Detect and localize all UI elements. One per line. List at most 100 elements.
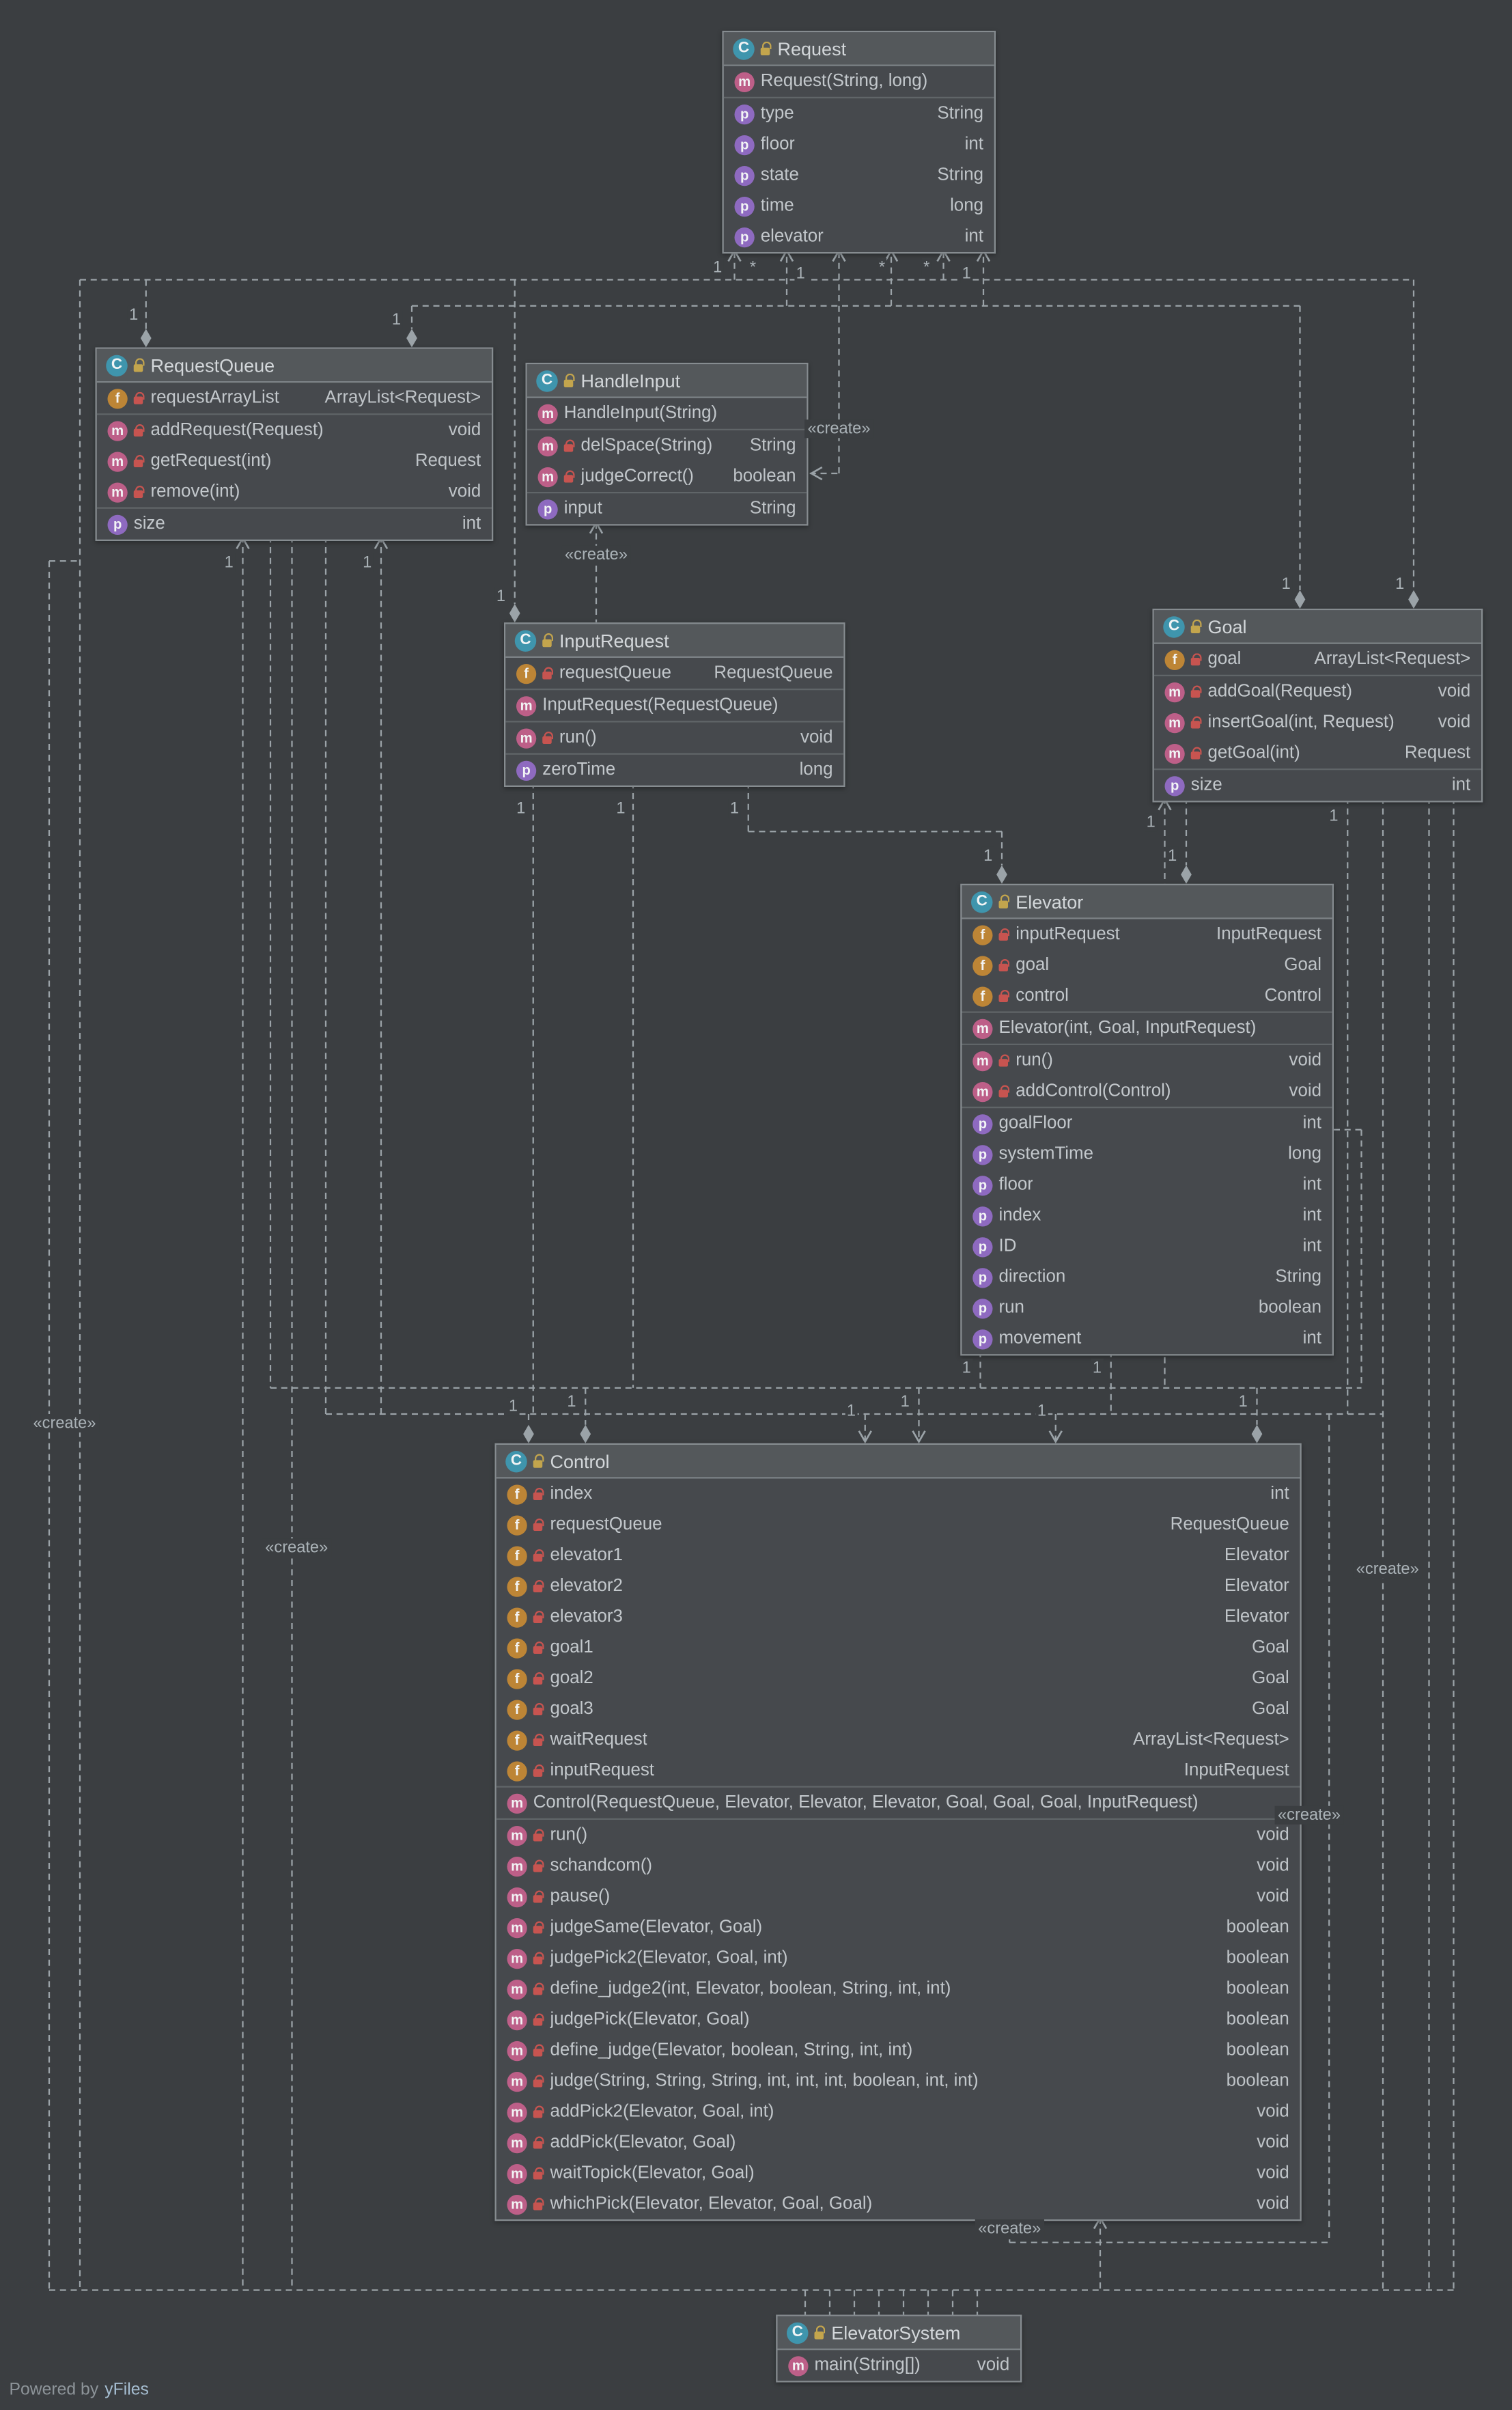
lock-icon bbox=[532, 1950, 544, 1966]
field-icon: f bbox=[507, 1607, 527, 1626]
property-icon: p bbox=[735, 104, 755, 124]
method-row[interactable]: mschandcom()void bbox=[496, 1851, 1300, 1881]
method-row[interactable]: mmain(String[])void bbox=[778, 2350, 1021, 2381]
yfiles-link[interactable]: yFiles bbox=[104, 2381, 149, 2399]
method-row[interactable]: mjudgePick(Elevator, Goal)boolean bbox=[496, 2004, 1300, 2035]
method-row[interactable]: mrun()void bbox=[496, 1820, 1300, 1851]
property-row[interactable]: pfloorint bbox=[724, 129, 994, 160]
member-name: judgeCorrect() bbox=[581, 467, 694, 486]
field-row[interactable]: findexint bbox=[496, 1479, 1300, 1510]
class-header[interactable]: CInputRequest bbox=[505, 624, 843, 659]
method-row[interactable]: mControl(RequestQueue, Elevator, Elevato… bbox=[496, 1788, 1300, 1818]
member-name: HandleInput(String) bbox=[564, 404, 717, 423]
method-row[interactable]: mInputRequest(RequestQueue) bbox=[505, 690, 843, 721]
property-row[interactable]: psizeint bbox=[97, 509, 492, 540]
field-row[interactable]: fgoal3Goal bbox=[496, 1694, 1300, 1725]
property-row[interactable]: pstateString bbox=[724, 160, 994, 191]
property-row[interactable]: pfloorint bbox=[962, 1169, 1332, 1200]
method-row[interactable]: mremove(int)void bbox=[97, 477, 492, 508]
property-row[interactable]: ptimelong bbox=[724, 191, 994, 221]
member-section: frequestArrayListArrayList<Request> bbox=[97, 383, 492, 413]
member-type: int bbox=[1285, 1114, 1321, 1133]
field-row[interactable]: fgoalArrayList<Request> bbox=[1154, 644, 1481, 675]
class-header[interactable]: CGoal bbox=[1154, 610, 1481, 644]
class-header[interactable]: CHandleInput bbox=[527, 364, 807, 398]
class-header[interactable]: CElevatorSystem bbox=[778, 2316, 1021, 2351]
method-row[interactable]: mjudge(String, String, String, int, int,… bbox=[496, 2066, 1300, 2096]
property-row[interactable]: pinputString bbox=[527, 493, 807, 524]
class-node-inputrequest[interactable]: CInputRequestfrequestQueueRequestQueuemI… bbox=[504, 622, 845, 787]
property-row[interactable]: prunboolean bbox=[962, 1292, 1332, 1323]
method-row[interactable]: mdelSpace(String)String bbox=[527, 430, 807, 461]
field-row[interactable]: frequestQueueRequestQueue bbox=[496, 1510, 1300, 1540]
method-row[interactable]: mrun()void bbox=[962, 1045, 1332, 1076]
class-header[interactable]: CElevator bbox=[962, 885, 1332, 919]
property-row[interactable]: pgoalFloorint bbox=[962, 1108, 1332, 1139]
member-name: time bbox=[761, 197, 794, 215]
member-type: String bbox=[919, 166, 983, 184]
method-icon: m bbox=[507, 2163, 527, 2183]
property-row[interactable]: pdirectionString bbox=[962, 1262, 1332, 1292]
method-row[interactable]: mjudgeCorrect()boolean bbox=[527, 461, 807, 492]
class-node-elevatorsystem[interactable]: CElevatorSystemmmain(String[])void bbox=[776, 2315, 1022, 2383]
field-row[interactable]: fgoalGoal bbox=[962, 950, 1332, 981]
property-row[interactable]: pindexint bbox=[962, 1200, 1332, 1231]
method-row[interactable]: maddPick(Elevator, Goal)void bbox=[496, 2127, 1300, 2158]
class-node-request[interactable]: CRequestmRequest(String, long)ptypeStrin… bbox=[723, 31, 996, 253]
class-header[interactable]: CRequestQueue bbox=[97, 349, 492, 383]
property-row[interactable]: pmovementint bbox=[962, 1323, 1332, 1354]
field-row[interactable]: fgoal2Goal bbox=[496, 1663, 1300, 1694]
method-row[interactable]: minsertGoal(int, Request)void bbox=[1154, 707, 1481, 738]
member-name: inputRequest bbox=[1016, 926, 1120, 944]
method-row[interactable]: mElevator(int, Goal, InputRequest) bbox=[962, 1013, 1332, 1044]
property-row[interactable]: psizeint bbox=[1154, 770, 1481, 801]
field-row[interactable]: finputRequestInputRequest bbox=[962, 919, 1332, 950]
member-section: fgoalArrayList<Request> bbox=[1154, 644, 1481, 675]
member-type: void bbox=[430, 483, 481, 501]
class-node-control[interactable]: CControlfindexintfrequestQueueRequestQue… bbox=[495, 1443, 1302, 2221]
class-node-goal[interactable]: CGoalfgoalArrayList<Request>maddGoal(Req… bbox=[1153, 609, 1483, 803]
method-row[interactable]: mwaitTopick(Elevator, Goal)void bbox=[496, 2158, 1300, 2189]
method-row[interactable]: mgetRequest(int)Request bbox=[97, 446, 492, 477]
field-row[interactable]: frequestArrayListArrayList<Request> bbox=[97, 383, 492, 413]
method-row[interactable]: maddControl(Control)void bbox=[962, 1076, 1332, 1107]
method-icon: m bbox=[1165, 743, 1185, 763]
class-node-requestqueue[interactable]: CRequestQueuefrequestArrayListArrayList<… bbox=[96, 348, 494, 542]
property-row[interactable]: psystemTimelong bbox=[962, 1139, 1332, 1169]
method-row[interactable]: maddGoal(Request)void bbox=[1154, 676, 1481, 707]
method-row[interactable]: mdefine_judge2(int, Elevator, boolean, S… bbox=[496, 1973, 1300, 2004]
member-type: InputRequest bbox=[1198, 926, 1321, 944]
method-row[interactable]: maddRequest(Request)void bbox=[97, 415, 492, 446]
class-header[interactable]: CControl bbox=[496, 1445, 1300, 1479]
method-row[interactable]: mRequest(String, long) bbox=[724, 66, 994, 97]
method-row[interactable]: mpause()void bbox=[496, 1881, 1300, 1912]
class-header[interactable]: CRequest bbox=[724, 32, 994, 66]
method-row[interactable]: mwhichPick(Elevator, Elevator, Goal, Goa… bbox=[496, 2189, 1300, 2219]
field-row[interactable]: fwaitRequestArrayList<Request> bbox=[496, 1725, 1300, 1756]
field-row[interactable]: frequestQueueRequestQueue bbox=[505, 658, 843, 689]
method-row[interactable]: mjudgePick2(Elevator, Goal, int)boolean bbox=[496, 1943, 1300, 1973]
method-row[interactable]: mjudgeSame(Elevator, Goal)boolean bbox=[496, 1912, 1300, 1943]
method-row[interactable]: maddPick2(Elevator, Goal, int)void bbox=[496, 2096, 1300, 2127]
field-row[interactable]: fcontrolControl bbox=[962, 981, 1332, 1012]
field-row[interactable]: felevator3Elevator bbox=[496, 1602, 1300, 1633]
method-row[interactable]: mgetGoal(int)Request bbox=[1154, 738, 1481, 768]
field-row[interactable]: fgoal1Goal bbox=[496, 1633, 1300, 1663]
field-row[interactable]: felevator2Elevator bbox=[496, 1571, 1300, 1602]
class-node-handleinput[interactable]: CHandleInputmHandleInput(String)mdelSpac… bbox=[526, 363, 809, 526]
class-node-elevator[interactable]: CElevatorfinputRequestInputRequestfgoalG… bbox=[960, 884, 1334, 1356]
method-row[interactable]: mHandleInput(String) bbox=[527, 398, 807, 429]
property-row[interactable]: pIDint bbox=[962, 1231, 1332, 1262]
property-icon: p bbox=[538, 499, 558, 518]
property-row[interactable]: pzeroTimelong bbox=[505, 755, 843, 786]
field-row[interactable]: felevator1Elevator bbox=[496, 1540, 1300, 1571]
property-row[interactable]: pelevatorint bbox=[724, 221, 994, 252]
method-row[interactable]: mrun()void bbox=[505, 723, 843, 753]
method-row[interactable]: mdefine_judge(Elevator, boolean, String,… bbox=[496, 2035, 1300, 2066]
property-row[interactable]: ptypeString bbox=[724, 98, 994, 129]
class-icon: C bbox=[536, 370, 558, 391]
member-name: main(String[]) bbox=[815, 2356, 921, 2374]
field-row[interactable]: finputRequestInputRequest bbox=[496, 1756, 1300, 1786]
member-type: int bbox=[1285, 1176, 1321, 1194]
